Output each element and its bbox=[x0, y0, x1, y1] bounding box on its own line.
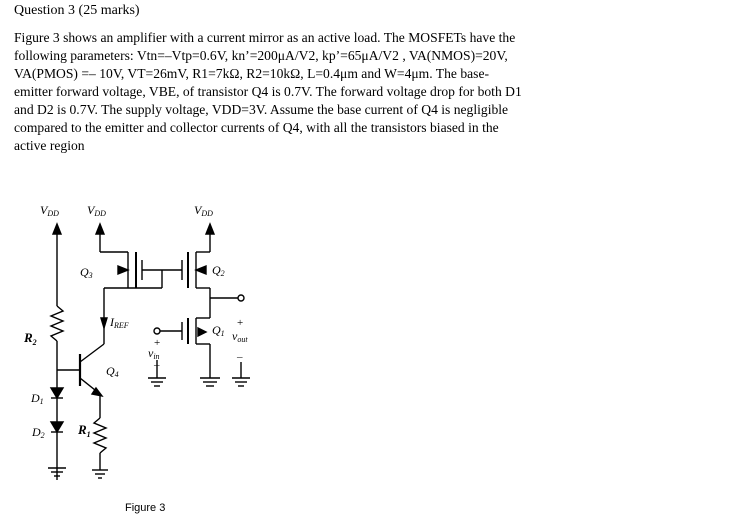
q3-label: Q3 bbox=[80, 265, 93, 280]
vdd-label-right: VDD bbox=[194, 203, 213, 218]
paragraph-line: and D2 is 0.7V. The supply voltage, VDD=… bbox=[14, 102, 509, 117]
q1-label: Q1 bbox=[212, 323, 225, 338]
vout-label: vout bbox=[232, 329, 248, 344]
vdd-label-left: VDD bbox=[40, 203, 59, 218]
vdd-label-mid: VDD bbox=[87, 203, 106, 218]
paragraph-line: following parameters: Vtn=–Vtp=0.6V, kn’… bbox=[14, 48, 508, 63]
q2-label: Q2 bbox=[212, 263, 225, 278]
r2-label: R2 bbox=[23, 330, 37, 347]
q4-label: Q4 bbox=[106, 364, 119, 379]
paragraph-line: Figure 3 shows an amplifier with a curre… bbox=[14, 30, 516, 45]
paragraph-line: active region bbox=[14, 138, 85, 153]
d1-label: D1 bbox=[30, 391, 44, 406]
figure-caption: Figure 3 bbox=[125, 502, 166, 514]
resistor-r1 bbox=[92, 417, 108, 454]
resistor-r2 bbox=[49, 305, 65, 342]
vin-plus: + bbox=[154, 337, 160, 349]
d2-label: D2 bbox=[31, 425, 45, 440]
iref-label: IREF bbox=[109, 315, 129, 330]
paragraph-line: compared to the emitter and collector cu… bbox=[14, 120, 499, 135]
vin-label: vin bbox=[148, 346, 160, 361]
vout-minus: – bbox=[236, 351, 243, 363]
r1-label: R1 bbox=[77, 422, 91, 439]
question-title: Question 3 (25 marks) bbox=[14, 3, 140, 18]
question-paragraph: Figure 3 shows an amplifier with a curre… bbox=[14, 29, 574, 155]
circuit-schematic: VDD VDD VDD Q3 Q2 Q1 Q4 IREF vin vout D1… bbox=[23, 203, 250, 480]
vin-minus: – bbox=[153, 359, 160, 371]
paragraph-line: VA(PMOS) =– 10V, VT=26mV, R1=7kΩ, R2=10k… bbox=[14, 66, 490, 81]
paragraph-line: emitter forward voltage, VBE, of transis… bbox=[14, 84, 522, 99]
vout-plus: + bbox=[237, 317, 243, 329]
